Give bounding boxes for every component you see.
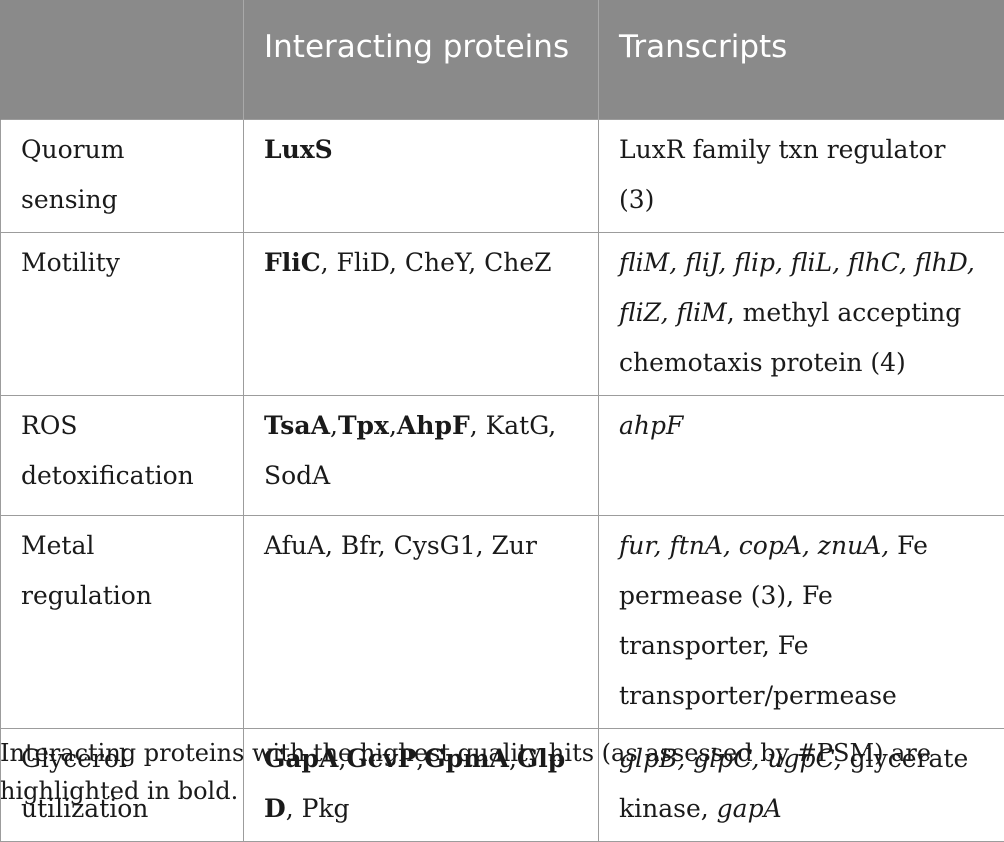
table-header: Interacting proteins Transcripts	[1, 0, 1004, 119]
bold-text: FliC	[264, 248, 321, 277]
transcripts-cell: ahpF	[599, 395, 1004, 515]
proteins-cell: FliC, FliD, CheY, CheZ	[244, 232, 599, 395]
table-row: ROS detoxification TsaA,Tpx,AhpF, KatG, …	[1, 395, 1004, 515]
table-footnote: Interacting proteins with the highest qu…	[0, 734, 1000, 810]
bold-text: AhpF	[397, 411, 470, 440]
header-transcripts: Transcripts	[599, 0, 1004, 119]
bold-text: LuxS	[264, 135, 333, 164]
category-cell: ROS detoxification	[1, 395, 244, 515]
text-run: LuxR family txn regulator (3)	[619, 135, 946, 214]
category-cell: Quorum sensing	[1, 119, 244, 232]
text-run: ,	[330, 411, 338, 440]
category-cell: Motility	[1, 232, 244, 395]
proteins-cell: AfuA, Bfr, CysG1, Zur	[244, 515, 599, 728]
transcripts-cell: LuxR family txn regulator (3)	[599, 119, 1004, 232]
table-row: Motility FliC, FliD, CheY, CheZ fliM, fl…	[1, 232, 1004, 395]
table-row: Metal regulation AfuA, Bfr, CysG1, Zur f…	[1, 515, 1004, 728]
proteins-cell: TsaA,Tpx,AhpF, KatG, SodA	[244, 395, 599, 515]
category-cell: Metal regulation	[1, 515, 244, 728]
transcripts-cell: fur, ftnA, copA, znuA, Fe permease (3), …	[599, 515, 1004, 728]
bold-text: Tpx	[338, 411, 389, 440]
proteins-cell: LuxS	[244, 119, 599, 232]
header-interacting-proteins: Interacting proteins	[244, 0, 599, 119]
text-run: AfuA, Bfr, CysG1, Zur	[264, 531, 537, 560]
bold-text: TsaA	[264, 411, 330, 440]
header-category	[1, 0, 244, 119]
text-run: , FliD, CheY, CheZ	[321, 248, 552, 277]
transcripts-cell: fliM, fliJ, flip, fliL, flhC, flhD, fliZ…	[599, 232, 1004, 395]
table-row: Quorum sensing LuxS LuxR family txn regu…	[1, 119, 1004, 232]
italic-text: ahpF	[619, 411, 683, 440]
text-run: ,	[389, 411, 397, 440]
italic-text: fur, ftnA, copA, znuA,	[619, 531, 889, 560]
